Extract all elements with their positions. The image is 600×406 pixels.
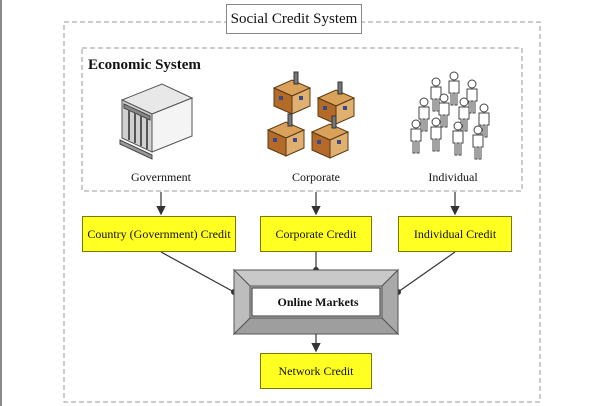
online-markets-label: Online Markets <box>277 294 359 309</box>
government-building-icon <box>119 83 194 160</box>
network-credit-box: Network Credit <box>260 353 372 389</box>
entity-label-individual: Individual <box>428 170 478 184</box>
corporate-credit-box: Corporate Credit <box>260 216 372 252</box>
entity-label-corporate: Corporate <box>292 170 340 184</box>
economic-system-boundary <box>81 47 523 192</box>
connector-country-credit <box>160 251 235 293</box>
country-credit-box: Country (Government) Credit <box>82 216 236 252</box>
diagram-title: Social Credit System <box>226 4 362 34</box>
online-markets-frame <box>232 268 400 336</box>
connector-individual-credit <box>397 251 456 293</box>
page-edge <box>0 0 2 406</box>
social-credit-boundary <box>63 21 541 403</box>
factories-icon <box>266 71 356 159</box>
people-crowd-icon <box>410 71 490 160</box>
economic-system-title: Economic System <box>88 57 201 73</box>
individual-credit-box: Individual Credit <box>398 216 512 252</box>
entity-label-government: Government <box>131 170 191 184</box>
